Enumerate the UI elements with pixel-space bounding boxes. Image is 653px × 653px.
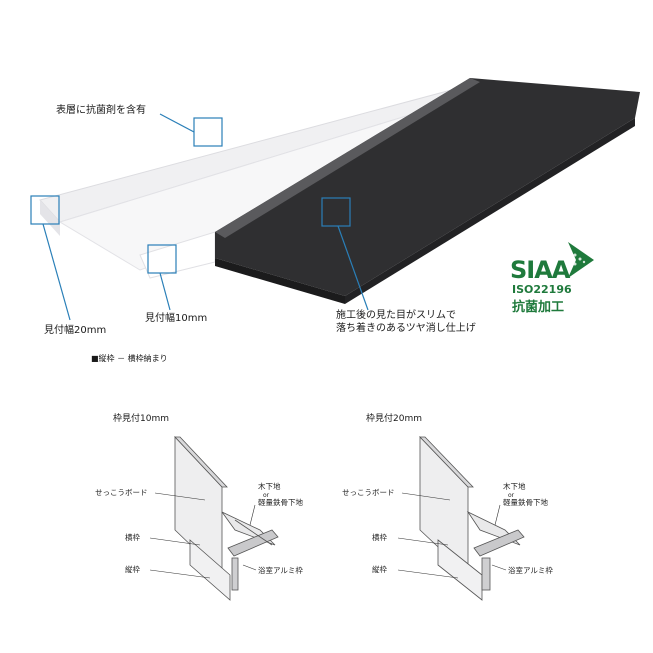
slim-finish-label-line1: 施工後の見た目がスリムで	[336, 310, 456, 321]
width-10mm-label: 見付幅10mm	[145, 313, 208, 324]
diagram2-horizontal-label: 横枠	[372, 533, 387, 542]
diagram-20mm	[419, 436, 525, 601]
antibacterial-layer-label: 表層に抗菌剤を含有	[56, 105, 146, 116]
siaa-label: 抗菌加工	[512, 300, 565, 315]
diagram2-gypsum-label: せっこうボード	[342, 488, 395, 497]
siaa-brand: SIAA	[510, 256, 570, 284]
diagram2-steel-label: 軽量鉄骨下地	[503, 498, 548, 507]
diagram-10mm	[174, 435, 279, 601]
siaa-standard: ISO22196	[512, 283, 572, 296]
diagram2-title: 枠見付20mm	[366, 414, 422, 424]
callout-markers	[30, 113, 369, 321]
diagram1-horizontal-label: 横枠	[125, 533, 140, 542]
diagram2-vertical-label: 縦枠	[372, 565, 387, 574]
slim-finish-label-line2: 落ち着きのあるツヤ消し仕上げ	[336, 323, 476, 334]
diagram1-title: 枠見付10mm	[113, 414, 169, 424]
section-title: ■縦枠 － 横枠納まり	[91, 354, 168, 363]
diagram2-aluminum-label: 浴室アルミ枠	[508, 566, 553, 575]
diagram-20mm-leaders	[397, 492, 507, 579]
diagram1-wood-label: 木下地	[258, 482, 281, 491]
diagram-10mm-leaders	[149, 492, 257, 579]
diagram1-gypsum-label: せっこうボード	[95, 488, 148, 497]
siaa-mark-icon	[568, 242, 594, 278]
diagram1-aluminum-label: 浴室アルミ枠	[258, 566, 303, 575]
diagram2-or-label: or	[508, 492, 515, 499]
width-20mm-label: 見付幅20mm	[44, 325, 107, 336]
diagram1-vertical-label: 縦枠	[125, 565, 140, 574]
diagram1-or-label: or	[263, 492, 270, 499]
siaa-logo: SIAA ISO22196 抗菌加工	[510, 240, 620, 320]
diagram2-wood-label: 木下地	[503, 482, 526, 491]
diagram1-steel-label: 軽量鉄骨下地	[258, 498, 303, 507]
dark-frame-profile	[215, 78, 640, 304]
